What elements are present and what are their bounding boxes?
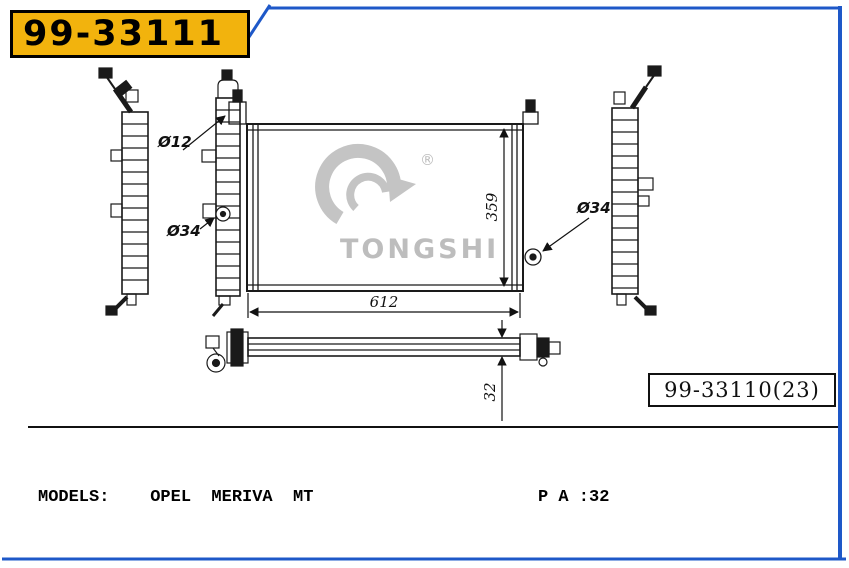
spec-core-size: CORE SIZE:612×359	[38, 563, 313, 568]
dim-label-hole-left: Ø34	[166, 222, 201, 240]
tongshi-watermark: ® TONGSHI	[315, 143, 499, 265]
dim-label-hole-right: Ø34	[576, 199, 611, 217]
dimension-lines	[182, 115, 590, 421]
top-right-bracket	[522, 111, 539, 125]
blue-frame	[2, 4, 846, 561]
ref-number: 99-33110(23)	[664, 378, 820, 402]
dim-label-height: 359	[483, 192, 501, 221]
dim-label-width: 612	[370, 293, 399, 311]
right-drain-hole	[524, 248, 542, 266]
spec-pa: P A :32	[538, 488, 610, 507]
dim-label-hole-top: Ø12	[157, 133, 192, 151]
side-view-left-tank	[201, 69, 241, 317]
side-view-right	[611, 65, 662, 316]
inlet-pipe	[228, 101, 247, 125]
leader-hole-right	[542, 217, 590, 252]
brand-text: TONGSHI	[340, 234, 499, 265]
dimension-width-612	[247, 293, 521, 318]
ref-number-box: 99-33110(23)	[648, 373, 836, 407]
spec-list-right: P A :32 DPI : OEM : 1300 254 NISSENS:630…	[538, 433, 681, 568]
registered-mark: ®	[420, 151, 435, 169]
dim-label-depth: 32	[481, 382, 499, 401]
tongshi-logo-swoosh	[315, 143, 402, 225]
spec-list-left: MODELS: OPEL MERIVA MT CORE SIZE:612×359…	[38, 433, 313, 568]
leader-hole-top	[182, 115, 226, 151]
leader-hole-left	[199, 217, 215, 230]
spec-dpi: DPI :	[538, 563, 681, 568]
tongshi-logo-inner-swoosh	[346, 172, 390, 211]
bottom-view	[205, 328, 561, 373]
tongshi-logo-arrow	[388, 176, 416, 202]
spec-models: MODELS: OPEL MERIVA MT	[38, 488, 314, 507]
part-number: 99-33111	[23, 14, 224, 54]
part-number-badge: 99-33111	[10, 10, 250, 58]
side-view-far-left	[98, 67, 149, 316]
